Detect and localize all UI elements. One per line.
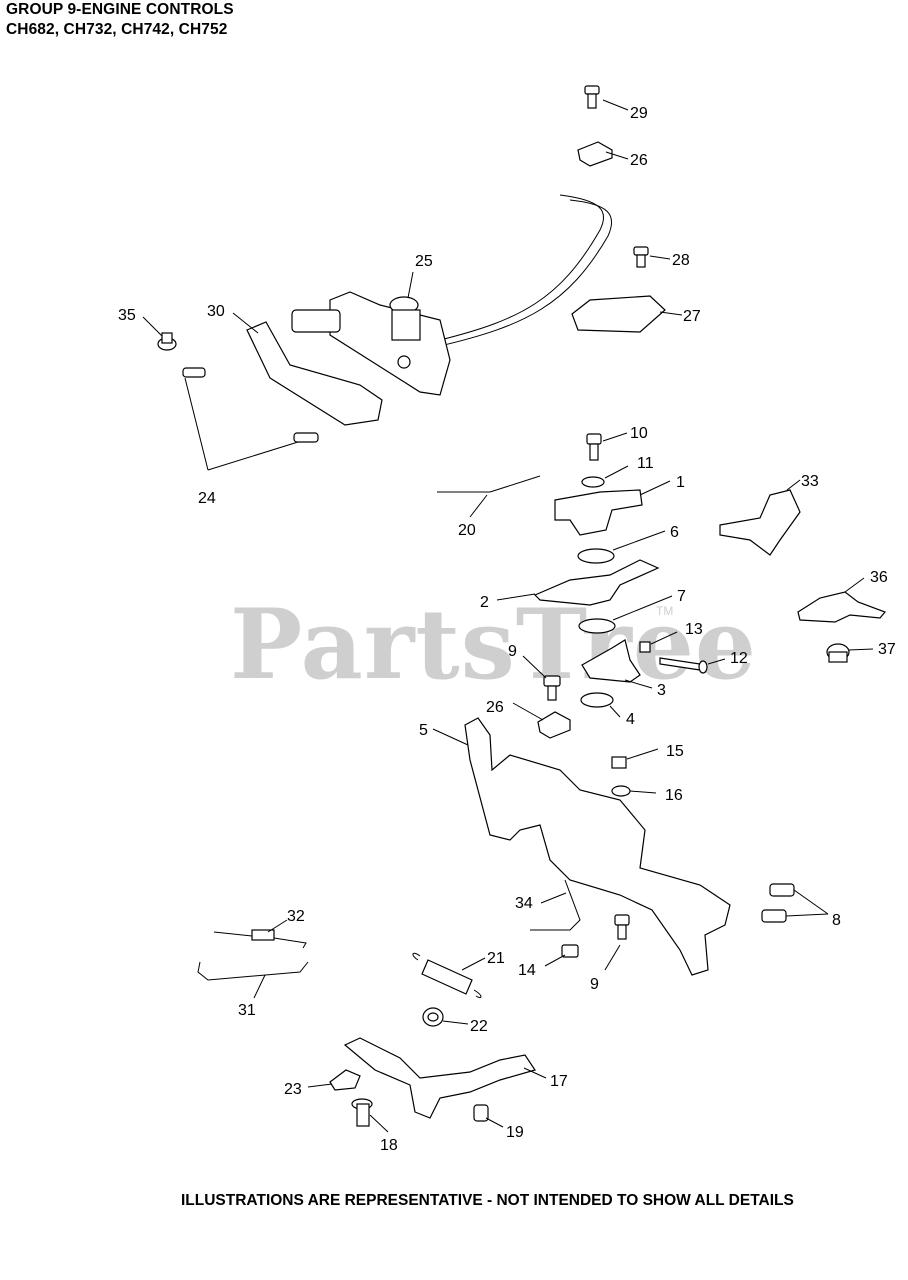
callout-10: 10 bbox=[630, 425, 648, 442]
part-2-lever bbox=[533, 559, 660, 606]
part-25-cable-assembly bbox=[291, 194, 613, 396]
callout-19: 19 bbox=[506, 1124, 524, 1141]
callout-27: 27 bbox=[683, 308, 701, 325]
callout-26: 26 bbox=[630, 152, 648, 169]
callout-labels: 29 26 28 25 27 35 30 24 10 11 1 33 20 6 … bbox=[118, 105, 896, 1154]
part-36-lever bbox=[797, 591, 887, 623]
part-4-washer bbox=[580, 692, 614, 708]
callout-26b: 26 bbox=[486, 699, 504, 716]
callout-11: 11 bbox=[637, 455, 654, 472]
callout-34: 34 bbox=[515, 895, 533, 912]
part-10-screw bbox=[586, 433, 602, 461]
part-34-spring bbox=[530, 879, 581, 931]
callout-29: 29 bbox=[630, 105, 648, 122]
part-21-spring bbox=[412, 952, 482, 999]
part-35-screw bbox=[157, 332, 177, 351]
callout-7: 7 bbox=[677, 588, 686, 605]
callout-5: 5 bbox=[419, 722, 428, 739]
part-24-screw-a bbox=[182, 367, 206, 378]
callout-30: 30 bbox=[207, 303, 225, 320]
part-9-screw-upper bbox=[543, 675, 561, 701]
callout-1: 1 bbox=[676, 474, 685, 491]
callout-9: 9 bbox=[508, 643, 517, 660]
part-16-washer bbox=[611, 785, 631, 797]
part-17-lever bbox=[343, 1037, 536, 1119]
callout-37: 37 bbox=[878, 641, 896, 658]
callout-3: 3 bbox=[657, 682, 666, 699]
watermark-tm: TM bbox=[656, 604, 674, 618]
part-29-screw bbox=[584, 85, 600, 109]
part-28-screw bbox=[633, 246, 649, 268]
callout-22: 22 bbox=[470, 1018, 488, 1035]
page-title: GROUP 9-ENGINE CONTROLS bbox=[6, 1, 234, 18]
part-6-washer bbox=[577, 548, 615, 564]
callout-20: 20 bbox=[458, 522, 476, 539]
callout-36: 36 bbox=[870, 569, 888, 586]
callout-12: 12 bbox=[730, 650, 748, 667]
part-13-nut bbox=[639, 641, 651, 653]
part-31-rod bbox=[197, 961, 309, 981]
callout-25: 25 bbox=[415, 253, 433, 270]
callout-24: 24 bbox=[198, 490, 216, 507]
part-11-washer bbox=[581, 476, 605, 488]
part-27-plate bbox=[571, 295, 666, 333]
part-26-clip bbox=[577, 141, 613, 167]
callout-23: 23 bbox=[284, 1081, 302, 1098]
part-20-rod bbox=[437, 475, 541, 493]
callout-2: 2 bbox=[480, 594, 489, 611]
callout-15: 15 bbox=[666, 743, 684, 760]
callout-32: 32 bbox=[287, 908, 305, 925]
callout-8: 8 bbox=[832, 912, 841, 929]
part-23-clip bbox=[329, 1069, 361, 1091]
callout-18: 18 bbox=[380, 1137, 398, 1154]
part-12-pin bbox=[659, 657, 708, 674]
part-18-pin bbox=[351, 1098, 373, 1127]
part-37-nut bbox=[826, 643, 850, 663]
exploded-parts-diagram: 29 26 28 25 27 35 30 24 10 11 1 33 20 6 … bbox=[118, 85, 896, 1154]
callout-6: 6 bbox=[670, 524, 679, 541]
callout-33: 33 bbox=[801, 473, 819, 490]
callout-16: 16 bbox=[665, 787, 683, 804]
part-32-spring bbox=[213, 929, 307, 949]
part-9-screw-lower bbox=[614, 914, 630, 940]
part-15-nut bbox=[611, 756, 627, 769]
part-24-screw-b bbox=[293, 432, 319, 443]
part-30-bracket bbox=[246, 321, 383, 426]
part-7-washer bbox=[578, 618, 616, 634]
disclaimer-note: ILLUSTRATIONS ARE REPRESENTATIVE - NOT I… bbox=[181, 1192, 794, 1209]
callout-21: 21 bbox=[487, 950, 505, 967]
callout-35: 35 bbox=[118, 307, 136, 324]
callout-14: 14 bbox=[518, 962, 536, 979]
part-1-lever bbox=[554, 489, 643, 536]
callout-31: 31 bbox=[238, 1002, 256, 1019]
callout-28: 28 bbox=[672, 252, 690, 269]
part-19-clip bbox=[473, 1104, 489, 1122]
callout-17: 17 bbox=[550, 1073, 568, 1090]
callout-13: 13 bbox=[685, 621, 703, 638]
watermark: PartsTree bbox=[230, 588, 757, 701]
part-26-clip-lower bbox=[537, 711, 571, 739]
part-5-main-bracket bbox=[464, 717, 731, 976]
part-14-nut bbox=[561, 944, 579, 958]
part-33-lever bbox=[719, 489, 801, 556]
callout-9b: 9 bbox=[590, 976, 599, 993]
model-list: CH682, CH732, CH742, CH752 bbox=[6, 21, 228, 38]
part-22-spring bbox=[422, 1007, 444, 1027]
callout-4: 4 bbox=[626, 711, 635, 728]
part-3-lever bbox=[581, 639, 641, 683]
